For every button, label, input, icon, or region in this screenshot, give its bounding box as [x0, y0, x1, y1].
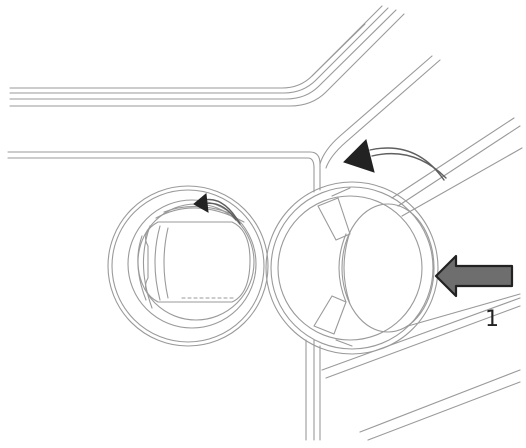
- lower-frame-rails: [7, 55, 523, 217]
- push-arrow: [434, 254, 514, 298]
- rotate-arrow-small: [193, 193, 241, 225]
- callout-label-1: 1: [485, 307, 499, 332]
- bulb-housing: [265, 181, 439, 355]
- rotate-arrow-large: [343, 139, 447, 181]
- upper-frame-rails: [9, 5, 405, 107]
- lower-right-frame: [321, 293, 521, 441]
- vertical-post: [305, 339, 321, 441]
- left-bulb-socket: [107, 185, 269, 347]
